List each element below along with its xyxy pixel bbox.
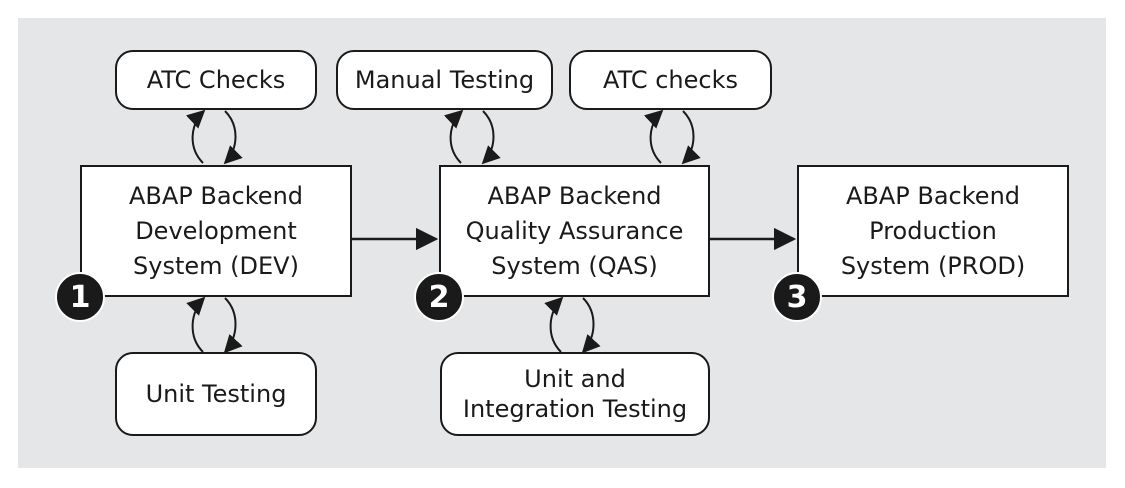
cycle-qas-manual-down [481,110,501,165]
cycle-qas-manual-up [444,109,464,164]
activity-dev-atc-checks: ATC Checks [115,50,317,110]
system-prod-box: ABAP Backend Production System (PROD) [797,165,1069,297]
cycle-qas-bottom-down [581,297,601,354]
cycle-dev-top-up [186,109,206,164]
cycle-qas-atc-up [644,109,664,164]
cycle-qas-bottom-up [544,296,564,353]
activity-qas-unit-integration-testing: Unit and Integration Testing [440,352,710,436]
activity-qas-atc-checks: ATC checks [569,50,772,110]
step-badge-2: 2 [414,272,464,322]
cycle-qas-atc-down [681,110,701,165]
system-dev-box: ABAP Backend Development System (DEV) [80,165,352,297]
cycle-dev-bottom-up [186,296,206,353]
activity-qas-manual-testing: Manual Testing [336,50,553,110]
step-badge-3: 3 [772,272,822,322]
cycle-dev-top-down [223,110,243,165]
system-qas-box: ABAP Backend Quality Assurance System (Q… [439,165,710,297]
step-badge-1: 1 [55,272,105,322]
cycle-dev-bottom-down [223,297,243,354]
activity-dev-unit-testing: Unit Testing [115,352,317,436]
